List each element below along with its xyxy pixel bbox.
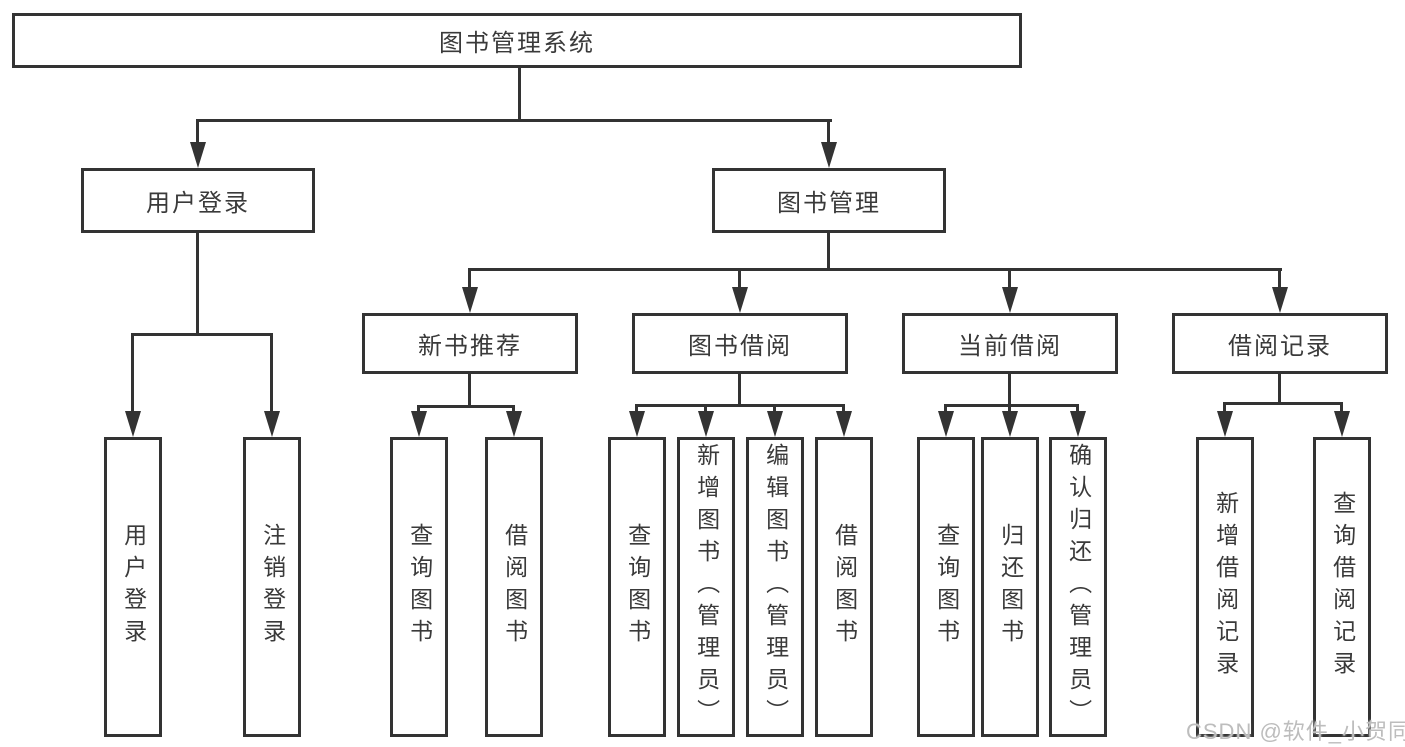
connector-drop-recommend-1 (417, 407, 420, 413)
connector-drop-current-2 (1008, 406, 1011, 413)
leaf-logout: 注销登录 (243, 437, 301, 737)
connector-root-stem (518, 67, 521, 121)
leaf-label: 查询图书 (933, 523, 960, 651)
leaf-label: 确认归还（管理员） (1065, 443, 1092, 731)
connector-level2-rail (196, 119, 832, 122)
connector-drop-borrowing-4 (842, 406, 845, 413)
connector-borrowing-rail (635, 404, 845, 407)
arrowhead-borrow-records (1272, 287, 1288, 313)
connector-records-stem (1278, 374, 1281, 404)
node-label: 图书管理 (777, 190, 881, 217)
connector-drop-current-borrowing (1008, 270, 1011, 289)
node-label: 图书管理系统 (439, 30, 595, 57)
node-book-borrowing: 图书借阅 (632, 313, 848, 374)
leaf-label: 用户登录 (120, 523, 147, 651)
leaf-return-books: 归还图书 (981, 437, 1039, 737)
leaf-user-login: 用户登录 (104, 437, 162, 737)
leaf-add-books-admin: 新增图书（管理员） (677, 437, 735, 737)
connector-current-stem (1008, 374, 1011, 406)
arrowhead-current-2 (1002, 411, 1018, 437)
connector-drop-borrowing-2 (704, 406, 707, 413)
leaf-label: 查询图书 (624, 523, 651, 651)
connector-records-rail (1223, 402, 1343, 405)
arrowhead-borrowing-1 (629, 411, 645, 437)
node-new-book-recommend: 新书推荐 (362, 313, 578, 374)
arrowhead-book-management (821, 142, 837, 168)
connector-drop-user-login (196, 121, 199, 144)
node-book-management: 图书管理 (712, 168, 946, 233)
leaf-label: 查询借阅记录 (1329, 491, 1356, 683)
connector-book-management-stem (827, 233, 830, 270)
arrowhead-book-borrowing (732, 287, 748, 313)
arrowhead-recommend-2 (506, 411, 522, 437)
arrowhead-recommend-1 (411, 411, 427, 437)
node-current-borrowing: 当前借阅 (902, 313, 1118, 374)
node-label: 新书推荐 (418, 333, 522, 360)
arrowhead-borrowing-3 (767, 411, 783, 437)
connector-drop-book-borrowing (738, 270, 741, 289)
connector-drop-records-1 (1223, 404, 1226, 413)
leaf-query-borrow-record: 查询借阅记录 (1313, 437, 1371, 737)
leaf-confirm-return-admin: 确认归还（管理员） (1049, 437, 1107, 737)
connector-user-login-rail (131, 333, 273, 336)
leaf-label: 新增图书（管理员） (693, 443, 720, 731)
leaf-label: 借阅图书 (831, 523, 858, 651)
leaf-label: 归还图书 (997, 523, 1024, 651)
arrowhead-leaf-login (125, 411, 141, 437)
connector-drop-leaf-login (131, 335, 134, 413)
leaf-label: 借阅图书 (501, 523, 528, 651)
leaf-query-books-current: 查询图书 (917, 437, 975, 737)
arrowhead-records-1 (1217, 411, 1233, 437)
connector-drop-current-3 (1076, 406, 1079, 413)
leaf-label: 查询图书 (406, 523, 433, 651)
leaf-label: 编辑图书（管理员） (762, 443, 789, 731)
connector-drop-current-1 (944, 406, 947, 413)
leaf-borrow-books-borrowing: 借阅图书 (815, 437, 873, 737)
arrowhead-new-book-recommend (462, 287, 478, 313)
connector-drop-book-management (827, 121, 830, 144)
leaf-borrow-books-recommend: 借阅图书 (485, 437, 543, 737)
connector-borrowing-stem (738, 374, 741, 406)
connector-recommend-stem (468, 374, 471, 407)
leaf-label: 注销登录 (259, 523, 286, 651)
arrowhead-borrowing-4 (836, 411, 852, 437)
node-user-login: 用户登录 (81, 168, 315, 233)
leaf-query-books-borrowing: 查询图书 (608, 437, 666, 737)
arrowhead-current-1 (938, 411, 954, 437)
connector-drop-new-book-recommend (468, 270, 471, 289)
connector-level3-rail (468, 268, 1282, 271)
leaf-query-books-recommend: 查询图书 (390, 437, 448, 737)
leaf-label: 新增借阅记录 (1212, 491, 1239, 683)
connector-drop-borrow-records (1278, 270, 1281, 289)
connector-drop-records-2 (1340, 404, 1343, 413)
connector-drop-borrowing-3 (773, 406, 776, 413)
node-borrow-records: 借阅记录 (1172, 313, 1388, 374)
connector-user-login-stem (196, 233, 199, 335)
arrowhead-current-3 (1070, 411, 1086, 437)
node-label: 图书借阅 (688, 333, 792, 360)
arrowhead-records-2 (1334, 411, 1350, 437)
arrowhead-borrowing-2 (698, 411, 714, 437)
connector-drop-recommend-2 (512, 407, 515, 413)
arrowhead-user-login (190, 142, 206, 168)
watermark: CSDN @软件_小贺同学 (1186, 719, 1405, 744)
leaf-edit-books-admin: 编辑图书（管理员） (746, 437, 804, 737)
arrowhead-current-borrowing (1002, 287, 1018, 313)
connector-current-rail (944, 404, 1079, 407)
connector-drop-leaf-logout (270, 335, 273, 413)
node-label: 当前借阅 (958, 333, 1062, 360)
leaf-add-borrow-record: 新增借阅记录 (1196, 437, 1254, 737)
connector-recommend-rail (417, 405, 515, 408)
node-label: 借阅记录 (1228, 333, 1332, 360)
arrowhead-leaf-logout (264, 411, 280, 437)
node-label: 用户登录 (146, 190, 250, 217)
node-library-system: 图书管理系统 (12, 13, 1022, 68)
connector-drop-borrowing-1 (635, 406, 638, 413)
